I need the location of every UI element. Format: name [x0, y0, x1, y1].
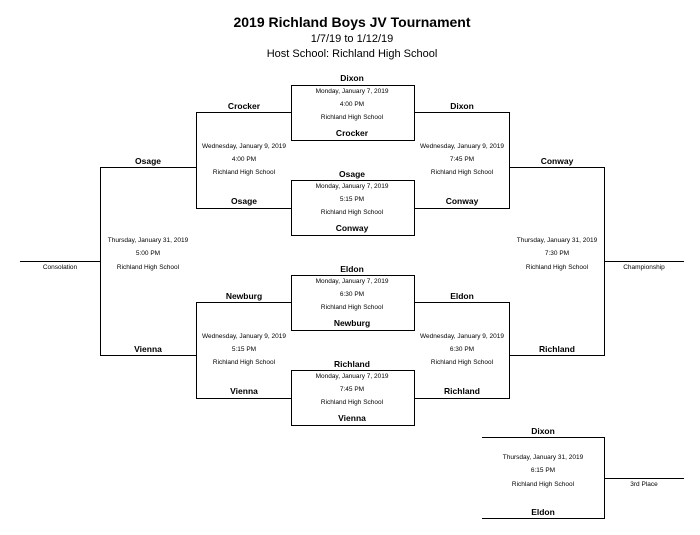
champ-semi1-time: 7:45 PM [449, 156, 475, 163]
champ-final-top-line [509, 167, 605, 168]
cons-final-bottom-team: Vienna [134, 344, 162, 354]
third-place-label: 3rd Place [630, 481, 658, 488]
consolation-label: Consolation [42, 264, 78, 271]
r1-game4-time: 7:45 PM [339, 386, 365, 393]
r1-game4-location: Richland High School [320, 399, 384, 406]
r1-game4-right-line [414, 370, 415, 425]
r1-game1-top-team: Dixon [340, 73, 364, 83]
r1-game1-location: Richland High School [320, 114, 384, 121]
champ-final-location: Richland High School [525, 264, 589, 271]
champ-semi2-top-line [414, 302, 510, 303]
cons-final-top-line [100, 167, 197, 168]
date-range: 1/7/19 to 1/12/19 [310, 33, 394, 45]
third-vertical [604, 437, 605, 518]
r1-game3-date: Monday, January 7, 2019 [315, 278, 389, 285]
r1-game4-bottom-team: Vienna [338, 413, 366, 423]
r1-game1-top-line [291, 85, 415, 86]
champ-final-bottom-line [509, 355, 605, 356]
r1-game2-bottom-team: Conway [335, 223, 369, 233]
r1-game3-bottom-team: Newburg [333, 318, 371, 328]
r1-game1-date: Monday, January 7, 2019 [315, 88, 389, 95]
third-bottom-team: Eldon [531, 507, 555, 517]
r1-game3-bottom-line [291, 330, 415, 331]
r1-game4-bottom-line [291, 425, 415, 426]
r1-game4-top-team: Richland [334, 359, 370, 369]
r1-game1-bottom-team: Crocker [335, 128, 369, 138]
champ-semi2-top-team: Eldon [450, 291, 474, 301]
cons-semi2-time: 5:15 PM [231, 346, 257, 353]
cons-semi2-location: Richland High School [212, 359, 276, 366]
cons-final-bottom-line [100, 355, 197, 356]
champ-final-top-team: Conway [540, 156, 574, 166]
r1-game4-date: Monday, January 7, 2019 [315, 373, 389, 380]
r1-game3-location: Richland High School [320, 304, 384, 311]
cons-semi2-bottom-line [196, 398, 292, 399]
r1-game4-top-line [291, 370, 415, 371]
r1-game4-left-line [291, 370, 292, 425]
r1-game2-top-team: Osage [339, 169, 365, 179]
champ-final-bottom-team: Richland [539, 344, 575, 354]
championship-label: Championship [623, 264, 665, 271]
cons-semi2-date: Wednesday, January 9, 2019 [202, 333, 286, 340]
cons-semi1-time: 4:00 PM [231, 156, 257, 163]
third-winner-line [604, 478, 684, 479]
third-top-line [482, 437, 605, 438]
champ-final-date: Thursday, January 31, 2019 [516, 237, 598, 244]
championship-winner-line [604, 261, 684, 262]
r1-game3-time: 6:30 PM [339, 291, 365, 298]
cons-semi1-bottom-team: Osage [231, 196, 257, 206]
champ-semi2-location: Richland High School [430, 359, 494, 366]
champ-final-time: 7:30 PM [544, 250, 570, 257]
r1-game3-top-team: Eldon [340, 264, 364, 274]
champ-semi1-date: Wednesday, January 9, 2019 [420, 143, 504, 150]
cons-semi2-top-line [196, 302, 292, 303]
cons-semi1-vertical [196, 112, 197, 208]
r1-game1-time: 4:00 PM [339, 101, 365, 108]
r1-game1-bottom-line [291, 140, 415, 141]
r1-game2-bottom-line [291, 235, 415, 236]
champ-semi1-vertical [509, 112, 510, 208]
r1-game2-top-line [291, 180, 415, 181]
page-title: 2019 Richland Boys JV Tournament [233, 14, 471, 30]
third-time: 6:15 PM [530, 467, 556, 474]
cons-semi2-top-team: Newburg [225, 291, 263, 301]
r1-game2-left-line [291, 180, 292, 235]
cons-semi1-top-line [196, 112, 292, 113]
third-top-team: Dixon [531, 426, 555, 436]
champ-semi1-bottom-team: Conway [445, 196, 479, 206]
champ-semi2-bottom-line [414, 398, 510, 399]
champ-semi2-date: Wednesday, January 9, 2019 [420, 333, 504, 340]
cons-semi2-vertical [196, 302, 197, 398]
r1-game2-time: 5:15 PM [339, 196, 365, 203]
champ-semi2-time: 6:30 PM [449, 346, 475, 353]
champ-semi1-top-line [414, 112, 510, 113]
r1-game3-top-line [291, 275, 415, 276]
cons-final-location: Richland High School [116, 264, 180, 271]
third-date: Thursday, January 31, 2019 [502, 454, 584, 461]
champ-semi1-top-team: Dixon [450, 101, 474, 111]
third-location: Richland High School [511, 481, 575, 488]
champ-semi2-bottom-team: Richland [444, 386, 480, 396]
champ-semi2-vertical [509, 302, 510, 398]
champ-semi1-location: Richland High School [430, 169, 494, 176]
third-bottom-line [482, 518, 605, 519]
consolation-winner-line [20, 261, 101, 262]
r1-game2-date: Monday, January 7, 2019 [315, 183, 389, 190]
host-school: Host School: Richland High School [266, 48, 438, 60]
cons-semi2-bottom-team: Vienna [230, 386, 258, 396]
cons-semi1-top-team: Crocker [227, 101, 261, 111]
r1-game2-right-line [414, 180, 415, 235]
cons-final-top-team: Osage [135, 156, 161, 166]
cons-final-time: 5:00 PM [135, 250, 161, 257]
cons-semi1-location: Richland High School [212, 169, 276, 176]
r1-game2-location: Richland High School [320, 209, 384, 216]
cons-semi1-date: Wednesday, January 9, 2019 [202, 143, 286, 150]
cons-final-date: Thursday, January 31, 2019 [107, 237, 189, 244]
cons-semi1-bottom-line [196, 208, 292, 209]
champ-semi1-bottom-line [414, 208, 510, 209]
